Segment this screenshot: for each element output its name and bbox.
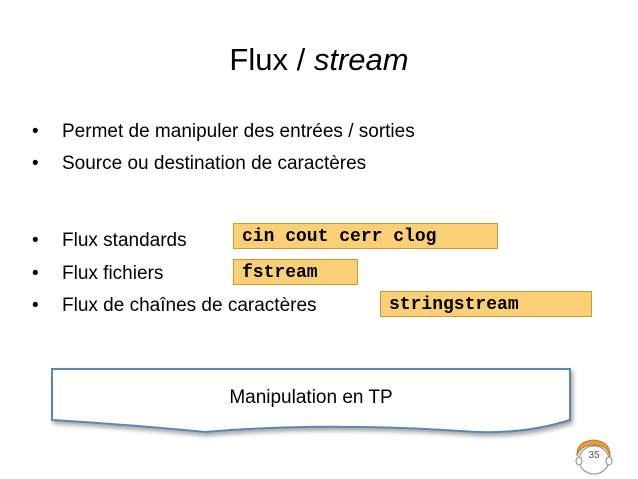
bullet-text: Flux standards bbox=[62, 230, 187, 251]
mascot-logo-icon bbox=[575, 439, 613, 475]
title-italic: stream bbox=[313, 42, 409, 77]
title-main: Flux / bbox=[229, 42, 306, 77]
bullet-item: • Flux standards bbox=[32, 229, 187, 253]
bullet-dot: • bbox=[32, 295, 39, 316]
code-box-standards: cin cout cerr clog bbox=[233, 223, 498, 249]
bullet-dot: • bbox=[32, 153, 39, 174]
slide-title: Flux / stream bbox=[0, 40, 638, 80]
bullet-item: • Source ou destination de caractères bbox=[32, 152, 366, 176]
bullet-dot: • bbox=[32, 263, 39, 284]
bullet-dot: • bbox=[32, 230, 39, 251]
code-box-fichiers: fstream bbox=[233, 259, 358, 285]
bullet-item: • Permet de manipuler des entrées / sorti… bbox=[32, 120, 415, 144]
bullet-item: • Flux fichiers bbox=[32, 262, 163, 286]
bullet-dot: • bbox=[32, 121, 39, 142]
bullet-item: • Flux de chaînes de caractères bbox=[32, 294, 317, 318]
bullet-text: Permet de manipuler des entrées / sortie… bbox=[62, 121, 415, 142]
bullet-text: Flux fichiers bbox=[62, 263, 164, 284]
bullet-text: Source ou destination de caractères bbox=[62, 153, 367, 174]
callout-label: Manipulation en TP bbox=[229, 387, 393, 408]
page-number: 35 bbox=[588, 450, 600, 461]
bullet-text: Flux de chaînes de caractères bbox=[62, 295, 317, 316]
code-box-chaines: stringstream bbox=[380, 291, 592, 317]
